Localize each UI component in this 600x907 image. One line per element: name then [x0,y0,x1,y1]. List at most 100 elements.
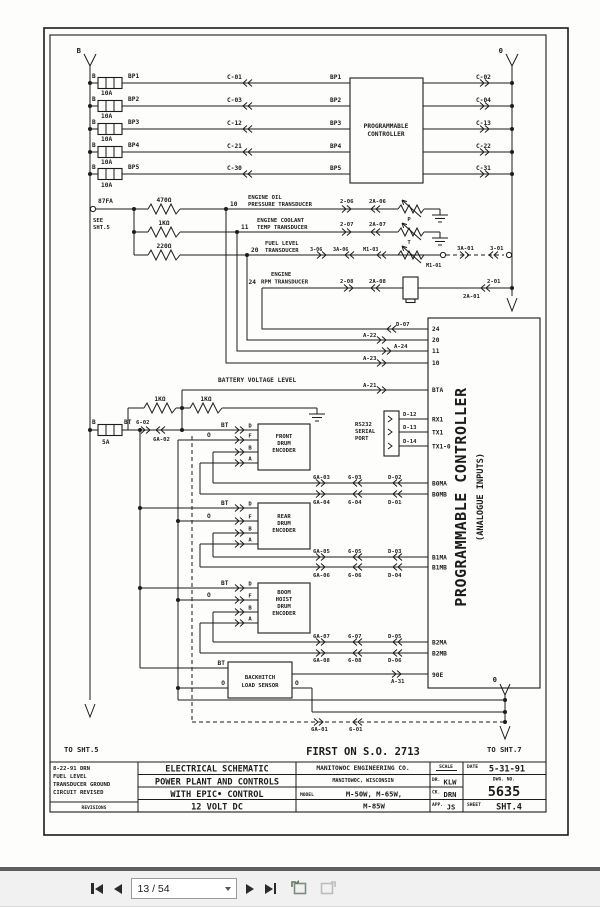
pin-label: 24 [432,326,440,333]
resistor-value: 220Ω [157,243,172,250]
wire-label: D-03 [388,549,401,555]
wire-label: 6A-03 [313,475,330,481]
pin-label: D [248,582,252,588]
front-drum-encoder: FRONT DRUM ENCODER BT O D F B A 6A-03 6-… [207,422,402,506]
plc-title: PROGRAMMABLE CONTROLLER [452,387,470,607]
previous-page-button[interactable] [112,879,124,899]
wire-label: D-06 [388,658,402,664]
wire-label: C-12 [227,120,242,127]
bus-tap-label: B [92,164,96,171]
pin-label: 20 [432,337,440,344]
revision-note: CIRCUIT REVISED [53,790,104,796]
page-number-box [130,878,237,899]
wire-label: 2-06 [340,199,354,205]
previous-view-button[interactable] [290,879,308,899]
ref-label: TO SHT.5 [64,745,99,754]
revision-note: 8-22-91 DRN [53,766,91,772]
page-list-dropdown-icon[interactable] [221,879,236,898]
title-block: 8-22-91 DRN FUEL LEVEL TRANSDUCER GROUND… [53,764,525,813]
component-name: ENCODER [272,528,296,534]
wire-label: 2A-07 [369,222,386,228]
pot-label: T [407,240,411,246]
pin-label: TX1-0 [432,444,451,451]
component-name: PRESSURE TRANSDUCER [248,202,313,208]
transducer-labels: 470Ω 10 ENGINE OIL PRESSURE TRANSDUCER 2… [157,195,505,300]
page-number-input[interactable] [131,879,221,898]
sheet-caption: SHEET [467,802,481,808]
sheet-number: SHT.4 [496,803,522,813]
model-caption: MODEL [300,792,314,798]
company-name: MANITOWOC ENGINEERING CO. [316,765,409,772]
drawing-number: 5635 [488,784,521,800]
wire-label: 3-06 [310,247,322,253]
connector-chevrons [140,79,499,726]
pin-label: A [248,617,252,623]
component-name: PROGRAMMABLE [364,123,409,130]
sheet-outer-border [43,27,569,836]
breaker-name: BP1 [128,73,139,80]
wire-label: BP2 [330,97,341,104]
checked-by: DRN [444,790,457,799]
wire-label: 2A-01 [463,294,480,300]
dwg-no-caption: DWG. NO. [493,777,515,783]
pin-label: F [248,515,252,521]
pin-label: 10 [432,360,440,367]
wire-label: 6-03 [348,475,361,481]
drawing-title: WITH EPIC• CONTROL [170,790,263,800]
resistor-value: 1KΩ [158,220,169,227]
wire-label: C-03 [227,97,242,104]
wire-label: D-04 [388,573,402,579]
rpm-sensor-symbol [402,276,419,300]
net-name: BT [221,500,229,507]
revisions-caption: REVISIONS [82,805,107,811]
wire-label: 6A-01 [311,727,328,733]
plc-top-box [349,77,424,184]
junction-dots [88,81,514,724]
pin-label: BTA [432,387,443,394]
component-name: ENCODER [272,448,296,454]
title-block-grid [50,761,546,812]
pin-label: B [248,527,252,533]
next-view-button[interactable] [319,879,337,899]
wire-label: C-21 [227,143,242,150]
wire-label: 3-01 [490,246,504,252]
drawing-title: 12 VOLT DC [191,803,243,813]
rear-drum-encoder-box [257,502,311,550]
component-name: BOOM [277,590,291,596]
plc-subtitle: (ANALOGUE INPUTS) [476,453,486,541]
breaker-row: B BP1 10A C-01 BP1 C-02 B BP2 10A C-03 B… [92,73,491,189]
wire-label: A-22 [363,333,376,339]
component-name: RS232 [355,422,372,428]
drawn-caption: DR. [432,777,440,783]
breaker-amp: 10A [101,159,112,166]
next-page-button[interactable] [244,879,256,899]
last-page-button[interactable] [263,879,280,899]
pin-label: RX1 [432,417,443,424]
component-name: TRANSDUCER [265,248,299,254]
pin-label: B2MA [432,640,447,647]
wire-label: D-02 [388,475,401,481]
model-number: M-50W, M-65W, [346,790,402,799]
boom-hoist-drum-encoder: BOOM HOIST DRUM ENCODER BT O D F B A 6A-… [207,580,402,664]
wire-label: 6-07 [348,634,361,640]
component-name: REAR [277,514,291,520]
net-name: O [207,432,211,439]
pdf-viewer-toolbar [0,871,600,907]
pin-label: B1MB [432,565,447,572]
bus-label: 0 [499,46,503,55]
pin-label: A [248,538,252,544]
pin-label: A [248,457,252,463]
wire-label: C-01 [227,74,242,81]
wire-label: C-31 [476,165,491,172]
first-page-button[interactable] [88,879,105,899]
breaker-name: BP2 [128,96,139,103]
wire-label: C-13 [476,120,491,127]
boom-hoist-encoder-box [257,582,311,634]
wire-label: D-05 [388,634,401,640]
pot-label: P [407,217,411,223]
backhitch-load-sensor: BACKHITCH LOAD SENSOR BT O O A-31 [218,660,406,689]
bus-tap-label: B [92,96,96,103]
pin-label: B0MA [432,481,447,488]
company-city: MANITOWOC, WISCONSIN [332,778,393,784]
component-name: DRUM [277,521,291,527]
